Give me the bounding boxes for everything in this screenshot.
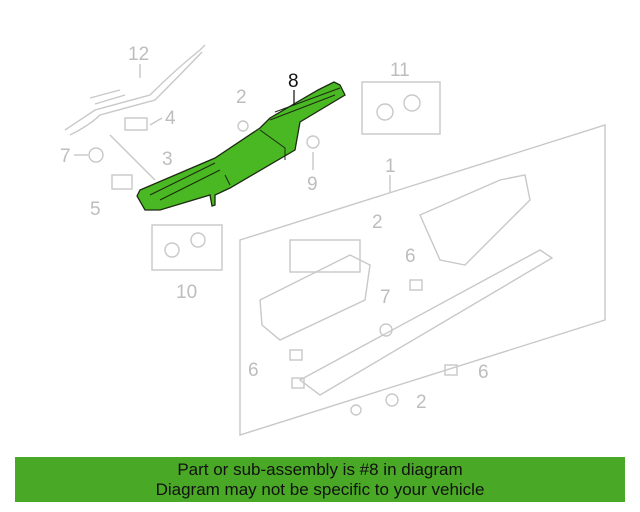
part-5-clip[interactable] (111, 174, 133, 190)
part-10-harness[interactable] (151, 224, 223, 271)
callout-6c: 6 (478, 362, 489, 383)
callout-11: 11 (390, 60, 410, 81)
callout-3: 3 (162, 149, 173, 170)
part-1-bumper-assembly[interactable] (239, 124, 606, 436)
callout-2b: 2 (372, 212, 383, 233)
part-7-nut[interactable] (88, 147, 104, 163)
callout-7b: 7 (380, 287, 391, 308)
parts-diagram: 12 4 3 7 5 8 2 9 11 10 1 2 6 7 6 6 2 (60, 44, 606, 436)
part-4-bracket[interactable] (124, 117, 148, 131)
part-11-sensors[interactable] (361, 81, 441, 135)
callout-2c: 2 (416, 392, 427, 413)
part-9-pin[interactable] (306, 135, 320, 149)
banner-line-1: Part or sub-assembly is #8 in diagram (177, 460, 463, 479)
callout-2a: 2 (236, 87, 247, 108)
callout-8: 8 (288, 71, 299, 92)
part-12-wire[interactable] (64, 44, 206, 136)
callout-6a: 6 (405, 246, 416, 267)
callout-10: 10 (176, 282, 197, 303)
callout-4: 4 (165, 108, 176, 129)
info-banner: Part or sub-assembly is #8 in diagram Di… (15, 457, 625, 502)
callout-7a: 7 (60, 146, 71, 167)
callout-1: 1 (385, 156, 396, 177)
banner-line-2: Diagram may not be specific to your vehi… (155, 480, 485, 499)
callout-5: 5 (90, 199, 101, 220)
part-3-strip[interactable] (109, 134, 156, 181)
callout-12: 12 (128, 44, 149, 65)
callout-9: 9 (307, 174, 318, 195)
part-8-step-pad[interactable] (136, 81, 346, 211)
callout-6b: 6 (248, 360, 259, 381)
